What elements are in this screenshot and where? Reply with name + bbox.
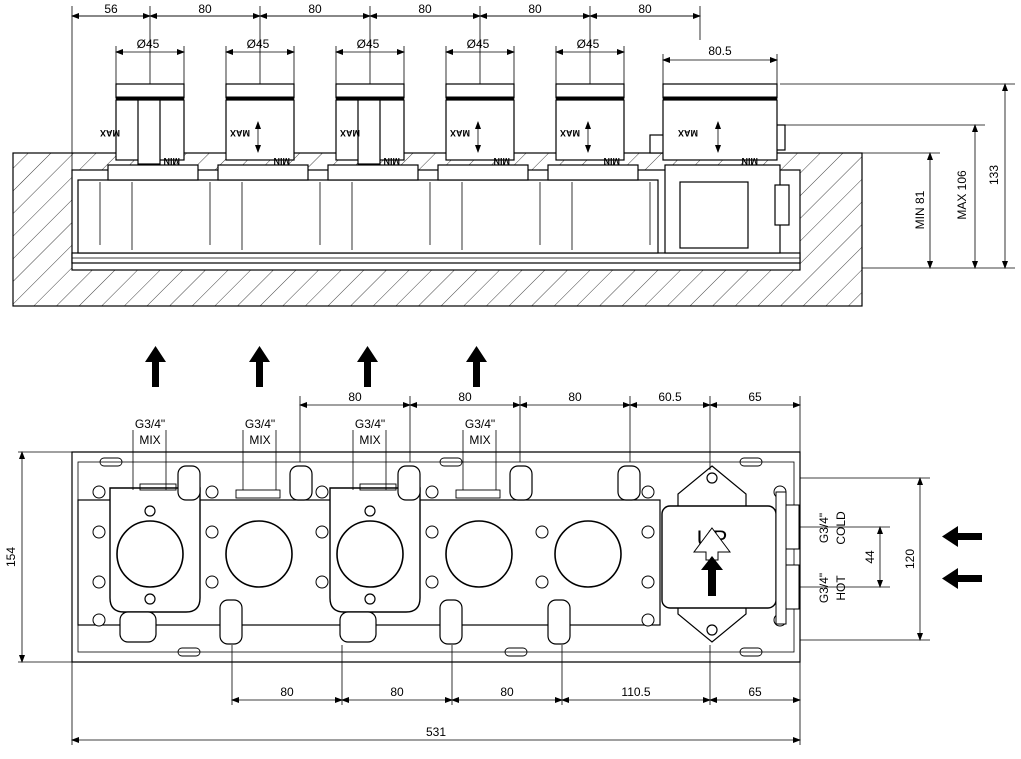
cartridge-4 xyxy=(437,83,529,181)
dim-max-106: MAX 106 xyxy=(955,170,969,220)
valve-plate-1 xyxy=(109,487,201,613)
front-top-dim-3: 80 xyxy=(568,390,582,404)
cart-min-label: MIN xyxy=(742,156,759,166)
valve-body xyxy=(77,179,659,254)
hot-label: HOT xyxy=(834,575,848,601)
cartridge-2 xyxy=(217,83,309,181)
cartridge-labels: MAX MIN MAX MIN MAX MIN MAX MIN MAX MIN … xyxy=(100,128,758,166)
mix-thread: G3/4" xyxy=(355,417,385,431)
front-dimension-lines xyxy=(18,396,930,745)
front-top-dim-4: 60.5 xyxy=(658,390,682,404)
diverter-cartridge xyxy=(662,83,778,161)
cart-min-label: MIN xyxy=(164,156,181,166)
cart-min-label: MIN xyxy=(384,156,401,166)
top-dim-2: 80 xyxy=(198,2,212,16)
top-dim-1: 56 xyxy=(104,2,118,16)
overall-width: 531 xyxy=(426,725,446,739)
arrow-up-icon xyxy=(249,346,270,387)
hot-thread: G3/4" xyxy=(817,573,831,603)
bottom-dim-1: 80 xyxy=(280,685,294,699)
arrow-up-icon xyxy=(466,346,487,387)
cartridge-1 xyxy=(107,83,199,181)
top-dim-3: 80 xyxy=(308,2,322,16)
bottom-dim-5: 65 xyxy=(748,685,762,699)
valve-opening xyxy=(445,520,513,588)
arrow-left-icon xyxy=(942,568,982,589)
arrow-up-icon xyxy=(145,346,166,387)
dim-133: 133 xyxy=(987,165,1001,185)
mix-label: MIX xyxy=(249,433,270,447)
mix-label: MIX xyxy=(139,433,160,447)
valve-plate-2 xyxy=(329,487,421,613)
top-dimension-chain xyxy=(71,6,778,170)
cart-max-label: MAX xyxy=(678,128,698,138)
depth-dimensions xyxy=(780,83,1015,269)
box-width: 80.5 xyxy=(708,44,732,58)
dim-min-81: MIN 81 xyxy=(913,190,927,229)
cartridge-3 xyxy=(327,83,419,181)
front-top-dim-5: 65 xyxy=(748,390,762,404)
cart-max-label: MAX xyxy=(230,128,250,138)
arrow-up-icon xyxy=(357,346,378,387)
diameter-3: Ø45 xyxy=(357,37,380,51)
top-dim-4: 80 xyxy=(418,2,432,16)
bottom-dim-3: 80 xyxy=(500,685,514,699)
cart-max-label: MAX xyxy=(100,128,120,138)
front-view xyxy=(71,451,801,663)
mix-label: MIX xyxy=(359,433,380,447)
diameter-4: Ø45 xyxy=(467,37,490,51)
mix-thread: G3/4" xyxy=(245,417,275,431)
mix-thread: G3/4" xyxy=(135,417,165,431)
up-marker: UP xyxy=(693,526,731,596)
front-top-dim-1: 80 xyxy=(348,390,362,404)
mix-label: MIX xyxy=(469,433,490,447)
cart-max-label: MAX xyxy=(340,128,360,138)
cart-max-label: MAX xyxy=(450,128,470,138)
top-dim-6: 80 xyxy=(638,2,652,16)
cart-min-label: MIN xyxy=(494,156,511,166)
section-view xyxy=(12,83,863,307)
bottom-dim-2: 80 xyxy=(390,685,404,699)
front-top-dim-2: 80 xyxy=(458,390,472,404)
mix-thread: G3/4" xyxy=(465,417,495,431)
cold-label: COLD xyxy=(834,511,848,545)
bottom-dim-4: 110.5 xyxy=(621,685,650,699)
valve-opening xyxy=(225,520,293,588)
top-dim-5: 80 xyxy=(528,2,542,16)
valve-opening xyxy=(554,520,622,588)
insertion-arrows xyxy=(145,346,982,589)
cart-min-label: MIN xyxy=(604,156,621,166)
up-arrow-icon xyxy=(701,556,723,596)
diameter-2: Ø45 xyxy=(247,37,270,51)
dim-44: 44 xyxy=(863,550,877,564)
arrow-left-icon xyxy=(942,526,982,547)
cart-max-label: MAX xyxy=(560,128,580,138)
diameter-1: Ø45 xyxy=(137,37,160,51)
dim-120: 120 xyxy=(903,549,917,569)
cart-min-label: MIN xyxy=(274,156,291,166)
cold-thread: G3/4" xyxy=(817,513,831,543)
diameter-5: Ø45 xyxy=(577,37,600,51)
dim-154: 154 xyxy=(4,547,18,567)
